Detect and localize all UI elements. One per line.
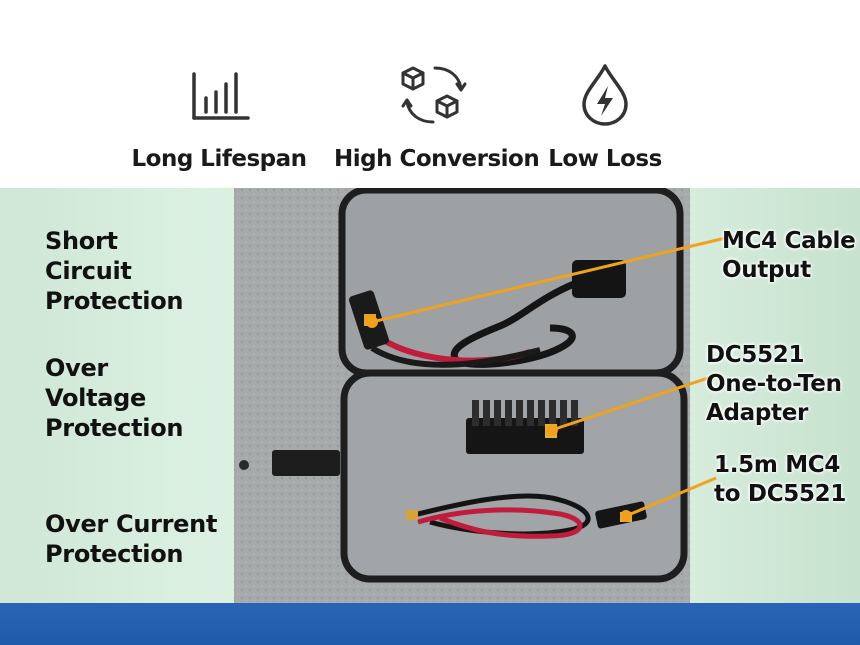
feature-header: Long Lifespan High Conversion Low Loss (0, 0, 860, 188)
feature-low-loss: Low Loss (505, 60, 705, 172)
over-current-protection-label: Over Current Protection (45, 510, 218, 568)
strap-handle (272, 450, 340, 476)
cable-junction-box (572, 260, 626, 298)
conversion-cycle-icon (401, 66, 467, 124)
product-photo (0, 188, 860, 603)
feature-high-conversion: High Conversion (334, 60, 540, 172)
panel-grommet (239, 460, 249, 470)
mc4-to-dc5521-cable-callout: 1.5m MC4 to DC5521 (714, 452, 847, 507)
bottom-banner (0, 603, 860, 645)
feature-label: Low Loss (548, 146, 662, 172)
over-voltage-protection-label: Over Voltage Protection (45, 354, 184, 442)
dc5521-adapter-callout: DC5521 One-to-Ten Adapter (706, 342, 842, 426)
feature-label: Long Lifespan (131, 146, 308, 172)
accessory-bag-illustration (234, 188, 735, 603)
water-drop-bolt-icon (582, 64, 628, 126)
feature-label: High Conversion (334, 146, 540, 172)
short-circuit-protection-label: Short Circuit Protection (45, 227, 184, 315)
feature-long-lifespan: Long Lifespan (119, 60, 319, 172)
mc4-cable-output-callout: MC4 Cable Output (722, 228, 856, 283)
bar-chart-icon (192, 72, 250, 120)
